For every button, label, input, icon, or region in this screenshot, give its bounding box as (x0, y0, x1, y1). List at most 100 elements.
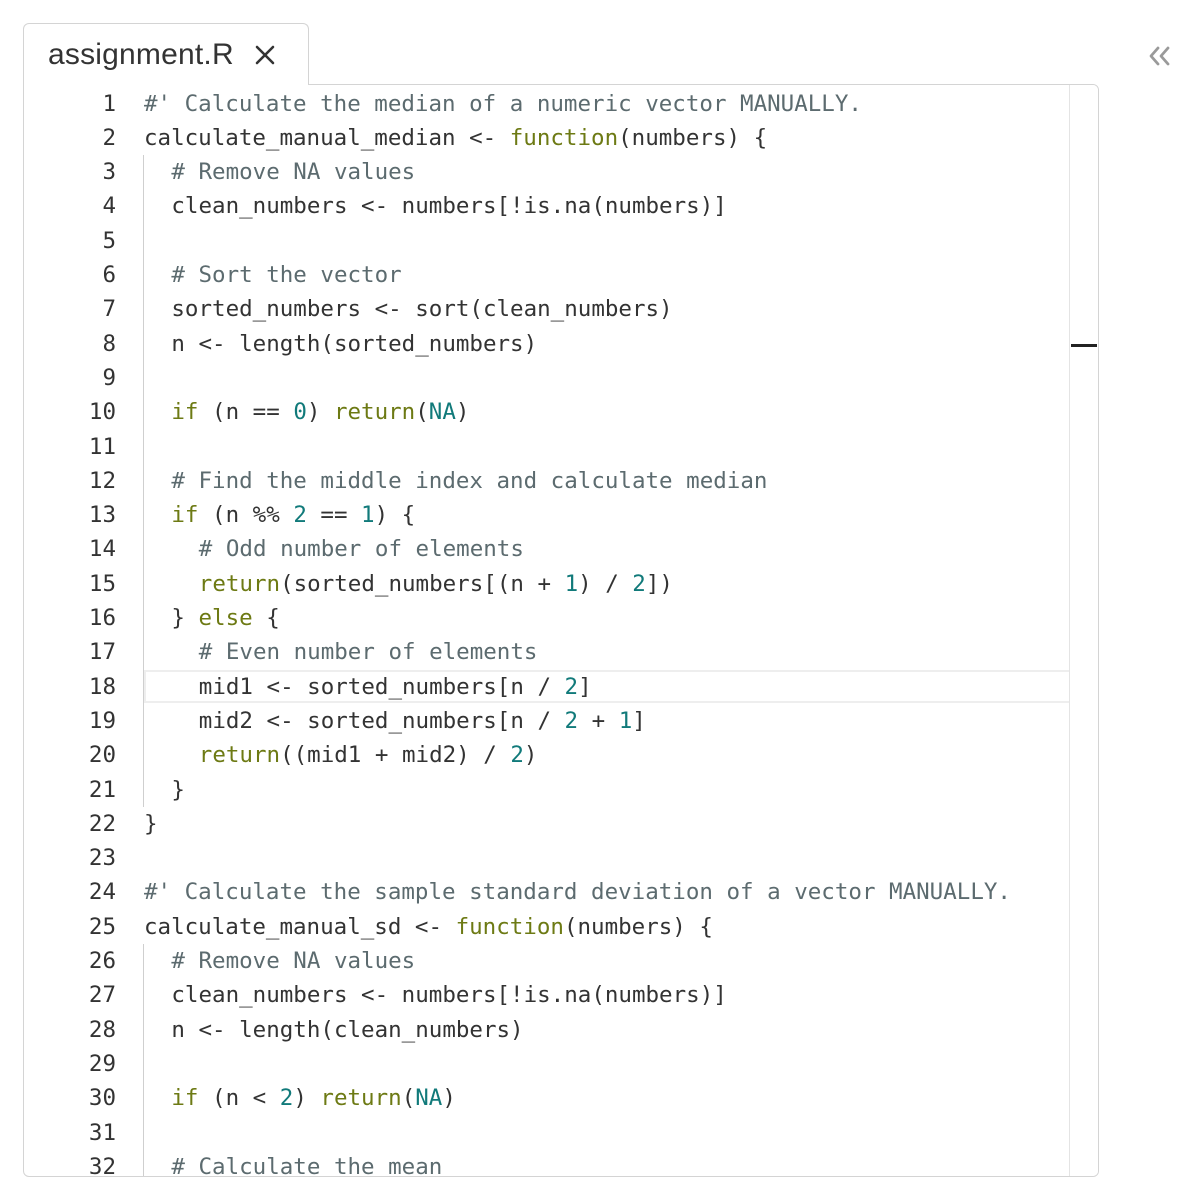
code-line[interactable] (144, 1047, 1068, 1081)
line-number: 30 (88, 1085, 116, 1112)
code-token: sorted_numbers <- sort(clean_numbers) (171, 296, 673, 323)
line-number: 2 (102, 124, 116, 151)
code-line[interactable]: n <- length(clean_numbers) (144, 1013, 1068, 1047)
code-token: } (171, 776, 185, 803)
code-literal: 1 (564, 570, 579, 597)
tab-title: assignment.R (48, 37, 234, 71)
code-line[interactable]: mid2 <- sorted_numbers[n / 2 + 1] (144, 704, 1068, 738)
code-literal: 1 (361, 502, 375, 529)
code-line[interactable]: clean_numbers <- numbers[!is.na(numbers)… (144, 189, 1068, 223)
code-token: ) { (374, 502, 416, 529)
line-number: 8 (102, 330, 116, 357)
code-line[interactable]: if (n == 0) return(NA) (144, 395, 1068, 429)
code-content[interactable]: #' Calculate the median of a numeric vec… (144, 85, 1068, 1177)
code-comment: # Even number of elements (198, 639, 538, 666)
code-keyword: if (171, 1085, 199, 1112)
code-line[interactable]: clean_numbers <- numbers[!is.na(numbers)… (144, 978, 1068, 1012)
code-line[interactable]: # Calculate the mean (144, 1150, 1068, 1176)
code-token: ) (293, 1085, 321, 1112)
code-literal: 2 (564, 707, 579, 734)
code-line[interactable]: if (n %% 2 == 1) { (144, 498, 1068, 532)
line-number: 22 (88, 810, 116, 837)
code-token: n <- length(sorted_numbers) (171, 330, 538, 357)
code-line[interactable] (144, 841, 1068, 875)
code-token: (sorted_numbers[(n + (280, 570, 565, 597)
code-line[interactable]: } (144, 773, 1068, 807)
code-token: ]) (645, 570, 673, 597)
code-line[interactable]: if (n < 2) return(NA) (144, 1081, 1068, 1115)
code-token: + (578, 707, 619, 734)
code-line[interactable]: #' Calculate the sample standard deviati… (144, 875, 1068, 909)
line-number: 24 (88, 879, 116, 906)
line-number: 4 (102, 193, 116, 220)
code-comment: # Odd number of elements (198, 536, 524, 563)
code-line[interactable] (144, 224, 1068, 258)
code-keyword: return (333, 399, 416, 426)
code-token: n <- length(clean_numbers) (171, 1016, 524, 1043)
code-comment: # Remove NA values (171, 948, 416, 974)
code-comment: # Sort the vector (171, 262, 402, 288)
code-line[interactable]: mid1 <- sorted_numbers[n / 2] (144, 670, 1068, 704)
code-token: clean_numbers <- numbers[!is.na(numbers)… (171, 982, 727, 1009)
code-token: (numbers) { (563, 913, 713, 940)
code-line[interactable]: sorted_numbers <- sort(clean_numbers) (144, 292, 1068, 326)
code-literal: 2 (564, 673, 579, 700)
code-line[interactable] (144, 430, 1068, 464)
code-keyword: return (320, 1085, 402, 1112)
code-token: (n < (198, 1085, 280, 1112)
code-token: ] (632, 707, 646, 734)
code-keyword: else (198, 605, 253, 631)
code-keyword: function (509, 124, 619, 151)
code-line[interactable]: return(sorted_numbers[(n + 1) / 2]) (144, 567, 1068, 601)
code-line[interactable] (144, 1116, 1068, 1150)
code-line[interactable]: # Even number of elements (144, 635, 1068, 669)
code-token: ) (523, 742, 538, 769)
code-line[interactable]: # Remove NA values (144, 944, 1068, 978)
code-line[interactable] (144, 361, 1068, 395)
code-line[interactable]: return((mid1 + mid2) / 2) (144, 738, 1068, 772)
code-line[interactable]: # Sort the vector (144, 258, 1068, 292)
line-number: 25 (88, 913, 116, 940)
code-token: ) / (578, 570, 633, 597)
code-token: mid1 <- sorted_numbers[n / (198, 673, 565, 700)
line-number: 27 (88, 982, 116, 1009)
line-number: 32 (88, 1153, 116, 1177)
vertical-scrollbar[interactable] (1069, 85, 1098, 1176)
file-tab[interactable]: assignment.R (23, 23, 309, 85)
code-token: ] (578, 673, 592, 700)
code-line[interactable]: #' Calculate the median of a numeric vec… (144, 87, 1068, 121)
code-token: (numbers) { (618, 124, 768, 151)
code-token: ) (455, 399, 470, 426)
code-line[interactable]: calculate_manual_sd <- function(numbers)… (144, 910, 1068, 944)
line-number: 13 (88, 502, 116, 529)
code-line[interactable]: } else { (144, 601, 1068, 635)
code-line[interactable]: # Odd number of elements (144, 532, 1068, 566)
code-token: ) (442, 1085, 456, 1112)
line-number: 11 (88, 433, 116, 460)
code-keyword: return (198, 742, 281, 769)
code-literal: 2 (293, 502, 307, 529)
line-number: 21 (88, 776, 116, 803)
line-number: 31 (88, 1119, 116, 1146)
double-chevron-left-icon[interactable] (1144, 40, 1176, 72)
code-token: } (171, 605, 199, 631)
line-number: 10 (88, 399, 116, 426)
code-line[interactable]: } (144, 807, 1068, 841)
scrollbar-position-marker (1071, 344, 1097, 347)
code-comment: #' Calculate the sample standard deviati… (144, 879, 1011, 906)
code-keyword: function (455, 913, 564, 940)
code-line[interactable]: calculate_manual_median <- function(numb… (144, 121, 1068, 155)
code-token: == (306, 502, 362, 529)
code-line[interactable]: # Remove NA values (144, 155, 1068, 189)
line-number: 20 (88, 742, 116, 769)
code-literal: 0 (293, 399, 307, 426)
code-token: ( (415, 399, 429, 426)
line-number: 23 (88, 845, 116, 872)
code-line[interactable]: # Find the middle index and calculate me… (144, 464, 1068, 498)
line-number: 16 (88, 605, 116, 631)
line-number: 15 (88, 570, 116, 597)
code-line[interactable]: n <- length(sorted_numbers) (144, 327, 1068, 361)
code-token: } (144, 810, 158, 837)
close-icon[interactable] (254, 44, 276, 66)
